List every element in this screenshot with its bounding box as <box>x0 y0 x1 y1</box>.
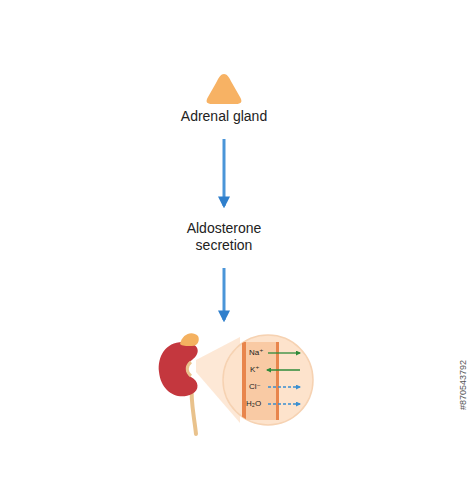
gland-node: Adrenal gland <box>174 70 274 125</box>
ion-label: Na⁺ <box>249 348 263 358</box>
membrane-zoom: Na⁺ K⁺ Cl⁻ H₂O <box>222 334 314 426</box>
process-text: Aldosterone secretion <box>164 220 284 254</box>
membrane-edge <box>276 342 279 420</box>
stock-number: #870543792 <box>458 360 468 410</box>
adrenal-cap <box>180 333 199 346</box>
ion-arrow <box>267 369 300 370</box>
cell-membrane <box>246 342 276 420</box>
adrenal-shape <box>207 74 242 104</box>
flow-arrow <box>223 139 226 206</box>
membrane-edge <box>242 342 246 420</box>
ion-arrow <box>268 403 300 404</box>
flow-arrow <box>223 268 226 320</box>
ion-arrow <box>268 352 300 353</box>
gland-label: Adrenal gland <box>174 108 274 125</box>
kidney <box>159 342 198 396</box>
adrenal-triangle <box>174 70 274 106</box>
ion-arrow <box>268 386 300 387</box>
process-label: Aldosterone secretion <box>174 220 274 254</box>
membrane-circle <box>222 334 314 426</box>
ion-label: K⁺ <box>250 365 260 375</box>
ion-label: Cl⁻ <box>249 382 261 392</box>
renal-pelvis <box>187 362 191 376</box>
ion-label: H₂O <box>246 399 261 409</box>
